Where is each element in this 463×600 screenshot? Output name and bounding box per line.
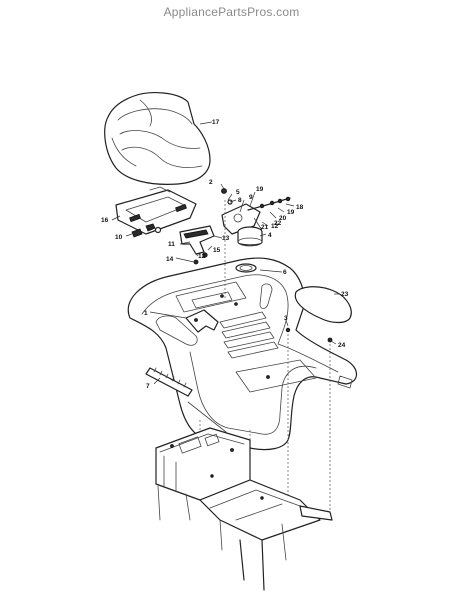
callout-3: 3 — [284, 315, 288, 322]
callout-13: 13 — [222, 235, 230, 242]
foot-pad — [294, 286, 352, 324]
height-adjust-rail — [145, 367, 193, 397]
callout-17: 17 — [212, 119, 220, 126]
callout-7: 7 — [146, 383, 150, 390]
tractor-frame — [155, 427, 333, 591]
callout-20: 20 — [279, 215, 287, 222]
leader-lines — [111, 121, 340, 385]
callout-10: 10 — [115, 234, 123, 241]
watermark-text: AppliancePartsPros.com — [163, 5, 300, 19]
callout-19: 19 — [256, 186, 264, 193]
callout-14: 14 — [166, 256, 174, 263]
callout-6: 6 — [283, 269, 287, 276]
seat-pan-bracket — [115, 186, 197, 235]
seat-lever — [179, 225, 215, 265]
callout-12: 12 — [271, 223, 279, 230]
callout-18: 18 — [296, 204, 304, 211]
callout-15: 15 — [213, 247, 221, 254]
callout-8: 8 — [238, 197, 242, 204]
callout-5: 5 — [236, 189, 240, 196]
callout-23: 23 — [341, 291, 349, 298]
callout-4: 4 — [268, 232, 272, 239]
callout-9: 9 — [249, 194, 253, 201]
seat-cushion — [104, 92, 211, 185]
callout-24: 24 — [338, 342, 346, 349]
seat-slide-bracket — [185, 309, 219, 333]
callout-2: 2 — [209, 179, 213, 186]
callout-21: 21 — [261, 224, 269, 231]
callout-16: 16 — [101, 217, 109, 224]
callout-19-lower: 19 — [287, 209, 295, 216]
callout-labels: 17 2 5 8 19 9 18 19 20 16 10 12 21 22 4 … — [101, 119, 349, 390]
seat-hardware-10 — [131, 223, 162, 238]
fuel-cap — [237, 226, 263, 247]
rear-fender-body — [127, 257, 358, 451]
callout-11: 11 — [168, 241, 175, 248]
callout-22: 22 — [274, 220, 282, 227]
callout-1: 1 — [144, 310, 148, 317]
screw-3 — [285, 327, 291, 333]
callout-12-lower: 12 — [198, 253, 206, 260]
